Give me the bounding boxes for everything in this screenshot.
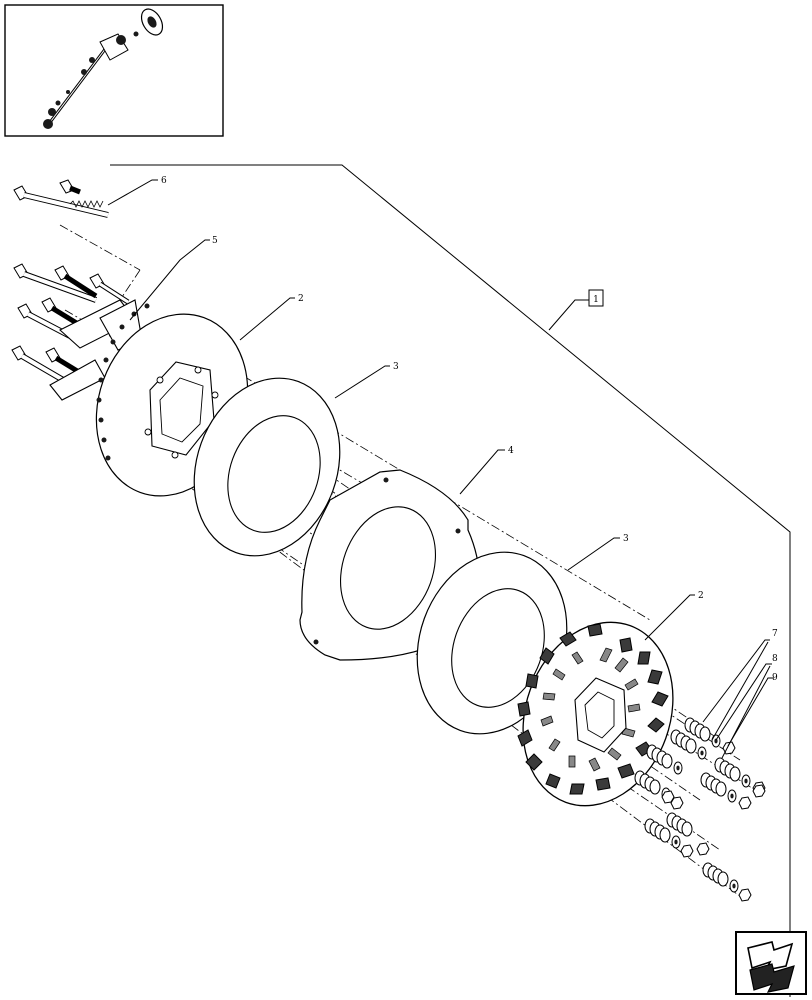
spring-set xyxy=(644,818,694,858)
callout-7: 7 xyxy=(772,629,778,639)
next-page-arrow-icon[interactable] xyxy=(735,931,807,995)
bolt-set xyxy=(11,179,130,387)
callout-2-bottom: 2 xyxy=(698,591,704,601)
spring-set xyxy=(666,812,710,856)
spring-set xyxy=(700,772,752,810)
callout-8: 8 xyxy=(772,654,778,664)
inset-thumbnail xyxy=(4,4,224,137)
callout-2-top: 2 xyxy=(298,294,304,304)
callout-3-bottom: 3 xyxy=(623,534,629,544)
callout-3-top: 3 xyxy=(393,362,399,372)
spring-set xyxy=(670,729,707,760)
spring-set xyxy=(684,717,736,755)
spring-set xyxy=(634,770,684,810)
spring-set xyxy=(702,862,752,902)
callout-9: 9 xyxy=(772,673,778,683)
friction-disc-top xyxy=(193,377,341,557)
callouts: 6 5 2 3 4 3 2 7 8 9 xyxy=(107,176,778,759)
bolt-long xyxy=(59,179,81,195)
nut xyxy=(661,784,766,804)
pressure-plate-bottom xyxy=(517,621,674,807)
spring-set xyxy=(646,744,683,775)
bolt-long xyxy=(13,185,109,218)
callout-5: 5 xyxy=(212,236,218,246)
bolt-row-1 xyxy=(13,263,130,305)
callout-4: 4 xyxy=(508,446,514,456)
friction-disc-bottom xyxy=(416,551,568,735)
callout-1: 1 xyxy=(593,295,599,305)
spring-washer-nut-sets xyxy=(634,717,766,902)
assembly-bracket: 1 xyxy=(110,164,791,997)
callout-6: 6 xyxy=(161,176,167,186)
